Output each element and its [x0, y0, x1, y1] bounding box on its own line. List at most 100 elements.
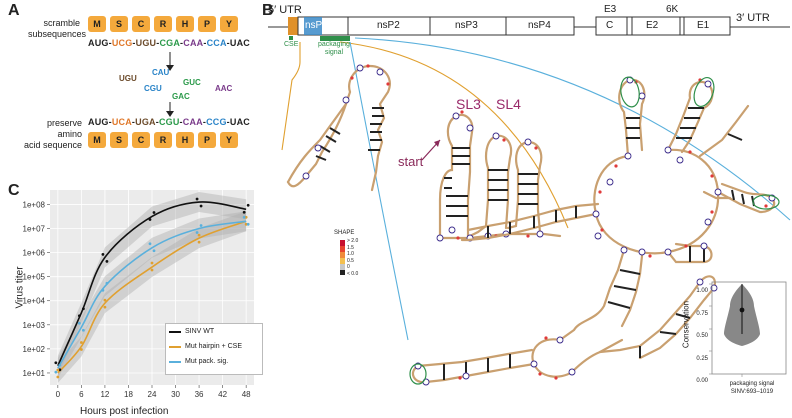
amino-acid-h: H [176, 16, 194, 32]
data-point [152, 211, 156, 214]
data-point [101, 288, 105, 292]
confidence-band-1 [57, 211, 247, 383]
floating-codon-2: CAU [152, 68, 170, 77]
scramble-label: scramble subsequences [28, 18, 87, 39]
codon: UAC [229, 38, 250, 48]
cse-region [288, 17, 298, 35]
gene-nsp4 [505, 16, 575, 36]
codon: AUG [88, 38, 109, 48]
x-tick-label: 36 [195, 390, 204, 399]
codon-separator: - [132, 38, 136, 48]
sl3-label: SL3 [456, 96, 481, 112]
data-point [150, 268, 154, 272]
data-point [148, 218, 152, 221]
codon-separator: - [202, 117, 207, 127]
data-point [77, 314, 81, 318]
data-point [152, 249, 156, 253]
nsp1-highlight [304, 17, 322, 35]
data-point [244, 222, 248, 226]
base-pairs-left [315, 107, 538, 217]
amino-acid-h: H [176, 132, 194, 148]
data-point [199, 204, 203, 208]
utr5-label: 5′ UTR [268, 4, 302, 16]
chart-legend: SINV WT Mut hairpin + CSE Mut pack. sig. [165, 323, 263, 375]
violin-median [739, 307, 745, 313]
gene-label-c: C [606, 20, 614, 31]
y-tick-label: 1e+08 [23, 200, 46, 209]
codon-row-top: AUG-UCG-UGU-CGA-CAA-CCA-UAC [88, 38, 250, 48]
floating-codon-4: GUC [183, 78, 201, 87]
legend-hairpin: Mut hairpin + CSE [185, 343, 242, 350]
data-point [79, 341, 83, 344]
amino-acid-p: P [198, 132, 216, 148]
amino-acid-y: Y [220, 16, 238, 32]
codon-separator: - [179, 117, 183, 127]
x-tick-label: 6 [79, 390, 84, 399]
x-tick-label: 24 [148, 390, 157, 399]
y-tick-label: 1e+02 [23, 345, 46, 354]
x-tick-label: 42 [218, 390, 227, 399]
amino-acid-c: C [132, 16, 150, 32]
y-tick-label: 1e+03 [23, 321, 46, 330]
codon-separator: - [156, 38, 160, 48]
data-point [105, 260, 109, 263]
series-line-2 [57, 220, 247, 369]
green-loop-highlights [409, 76, 780, 385]
floating-codon-3: CGU [144, 84, 162, 93]
series-line-1 [57, 220, 247, 374]
x-tick-label: 18 [124, 390, 133, 399]
codon-separator: - [108, 117, 112, 127]
floating-codon-6: AAC [215, 84, 233, 93]
data-point [244, 215, 248, 219]
panel-a-letter: A [8, 2, 20, 19]
violin-xlabel: packaging signal SINV:693–1019 [729, 381, 775, 395]
gene-label-nsp1: nsP1 [305, 20, 328, 31]
rna-structure-left [286, 64, 562, 240]
gene-label-e2: E2 [646, 20, 659, 31]
data-point [81, 307, 85, 311]
data-point [81, 328, 85, 332]
codon: UAC [229, 117, 250, 127]
floating-codon-5: GAC [172, 92, 190, 101]
gene-label-nsp3: nsP3 [455, 20, 478, 31]
cse-label: CSE [284, 41, 299, 48]
gene-label-e3: E3 [604, 4, 617, 15]
chart-ylabel: Virus titer [14, 266, 26, 309]
data-point [56, 368, 60, 372]
codon: UCA [111, 117, 132, 127]
gene-label-e1: E1 [697, 20, 710, 31]
codon: UCG [111, 38, 133, 48]
codon: CGU [158, 117, 180, 127]
packaging-marker [320, 36, 350, 41]
codon: CCG [206, 117, 227, 127]
data-point [101, 253, 105, 256]
x-tick-label: 12 [100, 390, 109, 399]
amino-acid-s: S [110, 132, 128, 148]
amino-acid-r: R [154, 132, 172, 148]
codon: CAA [182, 117, 203, 127]
amino-acid-r: R [154, 16, 172, 32]
codon: CAA [183, 38, 204, 48]
gene-label-nsp4: nsP4 [528, 20, 551, 31]
data-point [195, 197, 199, 201]
data-point [54, 370, 58, 374]
y-tick-label: 1e+01 [23, 369, 46, 378]
series-line-0 [57, 201, 247, 367]
y-tick-label: 1e+04 [23, 297, 46, 306]
confidence-band-0 [57, 192, 247, 376]
gene-label-nsp2: nsP2 [377, 20, 400, 31]
floating-codon-1: UGU [119, 74, 137, 83]
y-tick-label: 1e+07 [23, 225, 46, 234]
x-tick-label: 30 [171, 390, 180, 399]
gene-e1 [683, 16, 731, 36]
amino-acid-c: C [132, 132, 150, 148]
codon-separator: - [108, 38, 112, 48]
codon: AUG [88, 117, 109, 127]
data-point [246, 222, 250, 226]
data-point [56, 375, 60, 379]
data-point [103, 305, 107, 309]
